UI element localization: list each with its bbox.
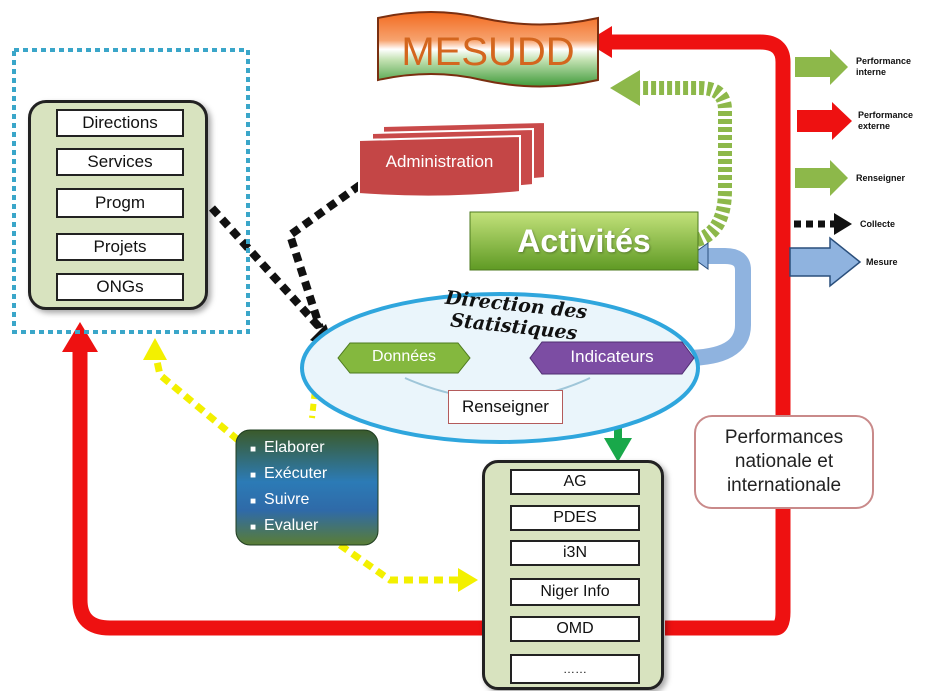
mesudd-flag xyxy=(377,11,599,88)
cycle-box xyxy=(235,429,379,546)
collect-path-admin xyxy=(285,181,363,330)
admin-card-front xyxy=(358,134,521,198)
bottom-item-pdes: PDES xyxy=(510,505,640,531)
left-item-directions: Directions xyxy=(56,109,184,137)
red-loop-path xyxy=(612,34,791,636)
bottom-item-omd: OMD xyxy=(510,616,640,642)
legend-green-arrow-1 xyxy=(795,49,848,85)
bullet-icon: ■ xyxy=(250,496,257,507)
left-enclosure xyxy=(12,48,250,334)
green-down-head xyxy=(604,438,632,462)
bullet-icon: ■ xyxy=(250,470,257,481)
legend-label-renseigner: Renseigner xyxy=(856,173,906,183)
admin-label: Administration xyxy=(385,152,494,171)
stat-ellipse xyxy=(300,292,700,444)
donnees-label: Données xyxy=(371,348,437,365)
blue-measure-head xyxy=(689,242,709,270)
green-hollow-path xyxy=(640,81,732,247)
cycle-item-elaborer: ■Elaborer xyxy=(250,439,325,456)
indicateurs-label: Indicateurs xyxy=(570,347,654,366)
indicateurs-shape xyxy=(529,341,695,375)
red-bottom-path xyxy=(72,352,482,636)
left-item-services: Services xyxy=(56,148,184,176)
blue-measure-path xyxy=(684,248,751,366)
cycle-list: ■Elaborer ■Exécuter ■Suivre ■Evaluer xyxy=(250,436,374,540)
cycle-item-suivre: ■Suivre xyxy=(250,491,310,508)
legend-blue-arrow xyxy=(789,236,862,288)
performance-line-1: Performances xyxy=(724,427,844,448)
mesudd-title: MESUDD xyxy=(401,30,575,74)
legend-dotted-head xyxy=(834,213,852,235)
legend-green-arrow-2 xyxy=(795,160,848,196)
bottom-item-ag: AG xyxy=(510,469,640,495)
bullet-icon: ■ xyxy=(250,522,257,533)
bullet-icon: ■ xyxy=(250,444,257,455)
left-item-ongs: ONGs xyxy=(56,273,184,301)
bottom-panel: AG PDES i3N Niger Info OMD …… xyxy=(482,460,664,690)
collect-path-left xyxy=(209,205,323,331)
yellow-path-up xyxy=(151,351,241,443)
legend-label-collecte: Collecte xyxy=(860,219,896,229)
green-hollow-head xyxy=(610,70,640,106)
renseigner-box: Renseigner xyxy=(448,390,563,424)
performance-line-2: nationale et xyxy=(734,451,834,472)
cycle-item-evaluer: ■Evaluer xyxy=(250,517,319,534)
donnees-shape xyxy=(337,342,471,374)
bottom-item-niger-info: Niger Info xyxy=(510,578,640,606)
cycle-item-executer: ■Exécuter xyxy=(250,465,328,482)
activites-label: Activités xyxy=(517,223,651,259)
left-item-progm: Progm xyxy=(56,188,184,218)
activites-box xyxy=(469,211,699,271)
bottom-item-i3n: i3N xyxy=(510,540,640,566)
yellow-path-right xyxy=(337,542,458,584)
left-item-projets: Projets xyxy=(56,233,184,261)
bottom-item-more: …… xyxy=(510,654,640,684)
yellow-head-right xyxy=(458,568,478,592)
legend-red-arrow xyxy=(797,102,852,140)
performance-box: Performances nationale et internationale xyxy=(694,415,874,509)
performance-line-3: internationale xyxy=(726,475,842,496)
legend-label-mesure: Mesure xyxy=(866,257,898,267)
left-panel: Directions Services Progm Projets ONGs xyxy=(28,100,208,310)
yellow-head-up xyxy=(143,338,167,360)
red-arrowhead-left xyxy=(62,322,98,352)
